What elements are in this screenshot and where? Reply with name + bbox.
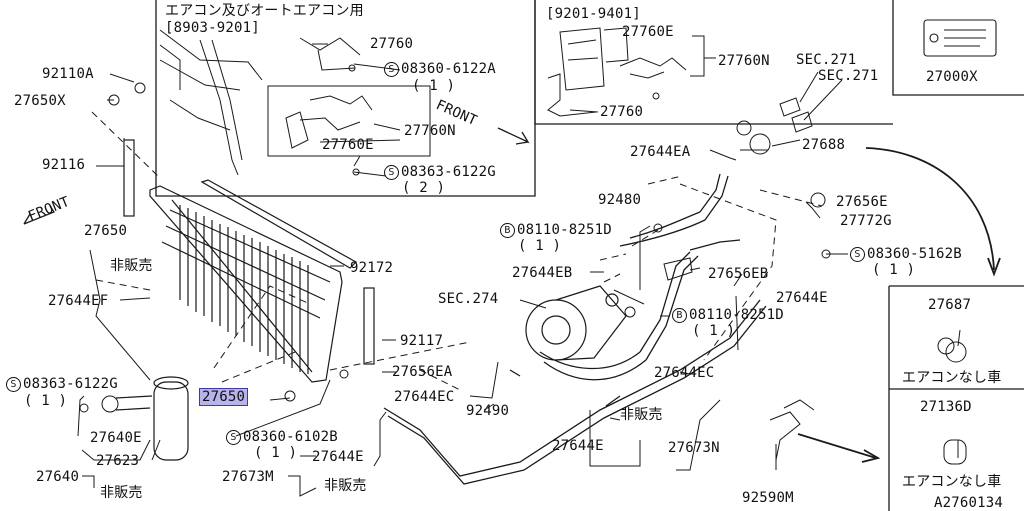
curved-arrow-head xyxy=(987,257,1001,277)
qty-label: ( 1 ) xyxy=(872,262,916,278)
screw-mark: S xyxy=(6,377,21,392)
label-27644ea[interactable]: 27644EA xyxy=(630,144,691,160)
label-08360-6102b-text: 08360-6102B xyxy=(243,429,338,445)
inset-note-ac: エアコン及びオートエアコン用 xyxy=(165,3,364,19)
label-27760n-b[interactable]: 27760N xyxy=(718,53,770,69)
label-sec274[interactable]: SEC.274 xyxy=(438,291,499,307)
bolts-and-clips xyxy=(79,82,967,465)
label-92480[interactable]: 92480 xyxy=(598,192,642,208)
front-arrows xyxy=(23,127,530,225)
label-sec271-b[interactable]: SEC.271 xyxy=(818,68,879,84)
label-27687[interactable]: 27687 xyxy=(928,297,972,313)
document-code: A2760134 xyxy=(934,495,1004,511)
label-27644e-b[interactable]: 27644E xyxy=(552,438,604,454)
label-27673m[interactable]: 27673M xyxy=(222,469,274,485)
straight-arrow-head xyxy=(861,449,881,463)
not-sold-label: 非販売 xyxy=(324,478,367,494)
qty-label: ( 1 ) xyxy=(254,445,298,461)
label-92490[interactable]: 92490 xyxy=(466,403,510,419)
qty-label: ( 1 ) xyxy=(24,393,68,409)
label-92172[interactable]: 92172 xyxy=(350,260,394,276)
label-27644e-mid[interactable]: 27644E xyxy=(776,290,828,306)
dashed-group-outlines xyxy=(91,111,823,391)
qty-label: ( 1 ) xyxy=(412,78,456,94)
label-27656e[interactable]: 27656E xyxy=(836,194,888,210)
label-92116[interactable]: 92116 xyxy=(42,157,86,173)
highlighted-part-number: 27650 xyxy=(198,388,249,406)
label-08363-6122g-left-text: 08363-6122G xyxy=(23,376,118,392)
label-27760n-a[interactable]: 27760N xyxy=(404,123,456,139)
label-27760-b[interactable]: 27760 xyxy=(600,104,644,120)
not-sold-label: 非販売 xyxy=(620,407,663,423)
screw-mark: S xyxy=(384,165,399,180)
label-27640e[interactable]: 27640E xyxy=(90,430,142,446)
label-27650-highlighted[interactable]: 27650 xyxy=(198,388,249,406)
label-27760-a[interactable]: 27760 xyxy=(370,36,414,52)
qty-label: ( 1 ) xyxy=(518,238,562,254)
label-27000x[interactable]: 27000X xyxy=(926,69,978,85)
condenser-drawing xyxy=(149,185,343,383)
label-08360-6122a-text: 08360-6122A xyxy=(401,61,496,77)
no-ac-note-a: エアコンなし車 xyxy=(902,370,1002,386)
sec271-switches xyxy=(779,97,813,133)
label-27136d[interactable]: 27136D xyxy=(920,399,972,415)
not-sold-label: 非販売 xyxy=(110,258,153,274)
label-92590m[interactable]: 92590M xyxy=(742,490,794,506)
label-92117[interactable]: 92117 xyxy=(400,333,444,349)
label-27644ec-b[interactable]: 27644EC xyxy=(654,365,715,381)
bolt-mark: B xyxy=(500,223,515,238)
label-27656eb[interactable]: 27656EB xyxy=(708,266,769,282)
screw-mark: S xyxy=(850,247,865,262)
label-27760e-b[interactable]: 27760E xyxy=(622,24,674,40)
inset-date-b: [9201-9401] xyxy=(546,6,641,22)
label-sec271-a[interactable]: SEC.271 xyxy=(796,52,857,68)
inset-top-middle-parts xyxy=(547,27,687,117)
no-ac-note-b: エアコンなし車 xyxy=(902,474,1002,490)
label-27760e-a[interactable]: 27760E xyxy=(322,137,374,153)
screw-mark: S xyxy=(226,430,241,445)
label-27772g[interactable]: 27772G xyxy=(840,213,892,229)
straight-arrow xyxy=(797,433,877,459)
label-27644ef[interactable]: 27644EF xyxy=(48,293,109,309)
label-27656ea[interactable]: 27656EA xyxy=(392,364,453,380)
inset-frames xyxy=(155,0,1024,511)
label-08360-5162b-text: 08360-5162B xyxy=(867,246,962,262)
label-08110-8251d-a-text: 08110-8251D xyxy=(517,222,612,238)
curved-arrow xyxy=(865,147,995,271)
seal-strips xyxy=(123,139,375,365)
label-27688[interactable]: 27688 xyxy=(802,137,846,153)
inset-bracket-drawing xyxy=(159,29,373,176)
qty-label: ( 1 ) xyxy=(692,323,736,339)
label-27673n[interactable]: 27673N xyxy=(668,440,720,456)
receiver-drier xyxy=(115,376,189,461)
bolt-mark: B xyxy=(672,308,687,323)
screw-mark: S xyxy=(384,62,399,77)
label-card xyxy=(923,19,997,57)
label-27644eb[interactable]: 27644EB xyxy=(512,265,573,281)
label-27644ec-a[interactable]: 27644EC xyxy=(394,389,455,405)
inset-subbox xyxy=(267,85,431,157)
inset-date-a: [8903-9201] xyxy=(165,20,260,36)
qty-label: ( 2 ) xyxy=(402,180,446,196)
compressor-drawing xyxy=(525,285,627,361)
label-27644e-low[interactable]: 27644E xyxy=(312,449,364,465)
hoses-and-pipes xyxy=(383,173,767,485)
label-27650-a[interactable]: 27650 xyxy=(84,223,128,239)
label-27640[interactable]: 27640 xyxy=(36,469,80,485)
label-92110a[interactable]: 92110A xyxy=(42,66,94,82)
label-08363-6122g-top-text: 08363-6122G xyxy=(401,164,496,180)
label-27623[interactable]: 27623 xyxy=(96,453,140,469)
label-08110-8251d-b-text: 08110-8251D xyxy=(689,307,784,323)
not-sold-label: 非販売 xyxy=(100,485,143,501)
label-27650x[interactable]: 27650X xyxy=(14,93,66,109)
